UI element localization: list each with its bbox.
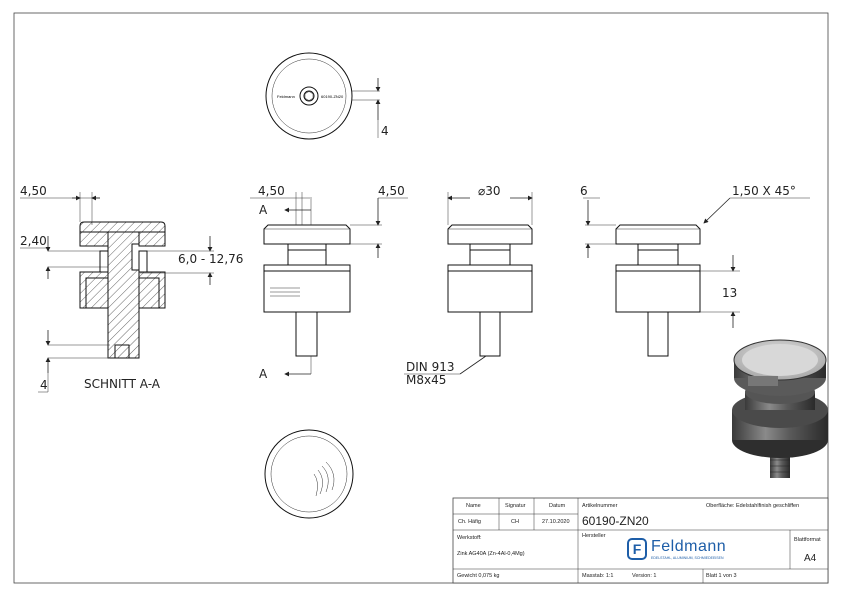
top-view-dim: 4 xyxy=(381,124,389,138)
dim-chamfer: 1,50 X 45° xyxy=(732,184,796,198)
tb-oberflaeche: Oberfläche: Edelstahlfinish geschliffen xyxy=(706,503,800,509)
title-block-grid xyxy=(452,497,829,584)
tb-version: Version: 1 xyxy=(632,573,657,579)
feldmann-logo-icon: F xyxy=(627,538,647,560)
dim-screw-spec-2: M8x45 xyxy=(406,373,446,387)
tb-artikel: 60190-ZN20 xyxy=(582,514,649,528)
top-view-text-right: 60190-ZN20 xyxy=(321,94,344,99)
section-marker-bottom: A xyxy=(259,367,268,381)
side-view-diameter: ⌀30 DIN 913 M8x45 xyxy=(404,184,533,387)
tb-blattformat-label: Blattformat xyxy=(794,537,821,543)
tb-blattformat: A4 xyxy=(804,553,817,564)
dim-section-flange: 2,40 xyxy=(20,234,47,248)
tb-logo-sub: EDELSTAHL, ALUMINIUM, SCHMIEDEEISEN xyxy=(651,556,724,560)
bottom-view xyxy=(264,429,354,519)
tb-header-name: Name xyxy=(466,503,481,509)
dim-front-right-offset: 4,50 xyxy=(378,184,405,198)
sheet-frame xyxy=(13,12,829,584)
iso-render xyxy=(732,339,828,478)
dim-section-top-offset: 4,50 xyxy=(20,184,47,198)
tb-logo-text: Feldmann xyxy=(651,538,727,555)
tb-blatt: Blatt 1 von 3 xyxy=(706,573,737,579)
section-view: 4,50 2,40 6,0 - 12,76 4 SCHNITT A-A xyxy=(20,184,243,393)
tb-gewicht: Gewicht 0,075 kg xyxy=(457,573,500,579)
tb-werkstoff: Zink AG40A (Zn-4Al-0,4Mg) xyxy=(457,551,525,557)
dim-diameter: ⌀30 xyxy=(478,184,501,198)
tb-signatur: CH xyxy=(511,519,519,525)
dim-glass-range: 6,0 - 12,76 xyxy=(178,252,243,266)
front-view: A A 4,50 4,50 xyxy=(250,184,408,381)
dim-front-left-offset: 4,50 xyxy=(258,184,285,198)
section-label: SCHNITT A-A xyxy=(84,377,161,391)
dim-side-height: 13 xyxy=(722,286,737,300)
tb-name: Ch. Häfig xyxy=(458,519,481,525)
top-view: Feldmann 60190-ZN20 4 xyxy=(265,52,389,140)
dim-screw-spec-1: DIN 913 xyxy=(406,360,454,374)
dim-section-bottom: 4 xyxy=(40,378,48,392)
tb-massstab: Masstab: 1:1 xyxy=(582,573,614,579)
dim-side-flange: 6 xyxy=(580,184,588,198)
tb-datum: 27.10.2020 xyxy=(542,519,570,525)
tb-artikel-label: Artikelnummer xyxy=(582,503,618,509)
side-view-chamfer: 6 1,50 X 45° 13 xyxy=(580,184,810,357)
tb-header-signatur: Signatur xyxy=(505,503,526,509)
top-view-text-left: Feldmann xyxy=(277,94,295,99)
tb-hersteller-label: Hersteller xyxy=(582,533,606,539)
tb-werkstoff-label: Werkstoff: xyxy=(457,535,482,541)
tb-header-datum: Datum xyxy=(549,503,566,509)
section-marker-top: A xyxy=(259,203,268,217)
